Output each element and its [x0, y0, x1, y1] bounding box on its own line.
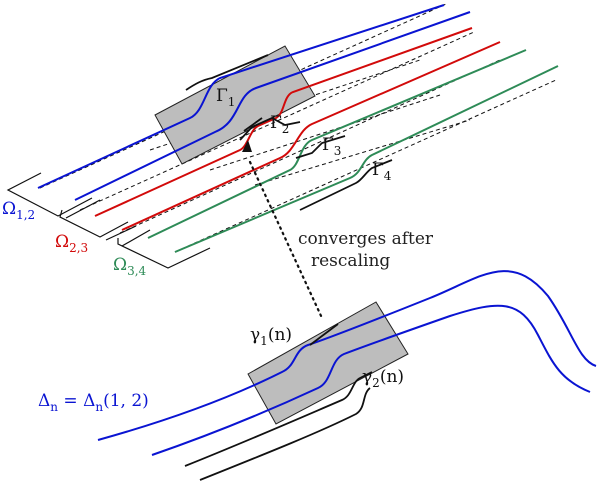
dashed-line-7 — [254, 119, 471, 186]
omega12-label: Ω1,2 — [2, 199, 35, 222]
caption-line-1: converges after — [298, 229, 434, 249]
black-path-3 — [295, 135, 346, 159]
bottom-figure: γ1(n) γ2(n) Δn = Δn(1, 2) — [38, 270, 597, 481]
black-boundary-paths — [185, 54, 393, 211]
green-paths — [147, 49, 559, 253]
omega-tick-2 — [105, 225, 137, 241]
black-path-5 — [243, 117, 263, 132]
bottom-black-path-3 — [199, 387, 371, 481]
blue-path-upper — [37, 4, 445, 189]
delta-label: Δn = Δn(1, 2) — [38, 391, 149, 414]
dashed-reference-lines — [39, 3, 557, 253]
gamma2-label: Γ2 — [270, 113, 289, 136]
omega-tick-1 — [65, 199, 101, 219]
dashed-line-2 — [79, 31, 475, 211]
green-path-lower — [174, 65, 559, 253]
red-paths — [94, 27, 501, 231]
blue-path-lower — [74, 11, 471, 201]
small-gamma1-label: γ1(n) — [250, 325, 292, 348]
gamma4-label: Γ4 — [372, 160, 392, 183]
bottom-blue-paths — [97, 270, 597, 456]
omega-brackets — [6, 172, 211, 269]
shaded-box-bottom — [247, 301, 409, 425]
omega34-label: Ω3,4 — [113, 255, 147, 278]
black-path-1 — [185, 54, 269, 91]
dashed-line-1 — [39, 3, 447, 189]
red-path-lower — [121, 41, 501, 231]
omega23-label: Ω2,3 — [55, 232, 88, 255]
bottom-black-paths — [184, 323, 373, 481]
bottom-black-path-1 — [309, 323, 339, 346]
bottom-blue-path-lower — [151, 304, 591, 456]
caption-line-2: rescaling — [311, 251, 390, 271]
blue-paths — [37, 4, 471, 201]
green-path-upper — [147, 49, 527, 239]
red-path-upper — [94, 27, 473, 217]
shaded-box-top — [154, 45, 316, 165]
black-path-2 — [239, 116, 301, 141]
black-path-4 — [299, 159, 393, 211]
arrow-head-icon — [242, 140, 252, 152]
bottom-black-path-2 — [184, 371, 373, 467]
omega12-bracket — [6, 172, 93, 217]
omega23-bracket — [59, 209, 129, 238]
omega-tick-3 — [121, 229, 151, 247]
omega34-bracket — [117, 238, 211, 269]
dashed-line-6 — [209, 94, 441, 171]
convergence-dotted-line — [248, 160, 324, 320]
gamma3-label: Γ3 — [322, 135, 341, 158]
top-figure: Γ1 Γ2 Γ3 Γ4 Ω1,2 Ω2,3 Ω3,4 — [2, 3, 559, 278]
bottom-blue-path-upper — [97, 270, 597, 441]
small-gamma2-label: γ2(n) — [362, 367, 404, 390]
gamma1-label: Γ1 — [216, 86, 235, 109]
